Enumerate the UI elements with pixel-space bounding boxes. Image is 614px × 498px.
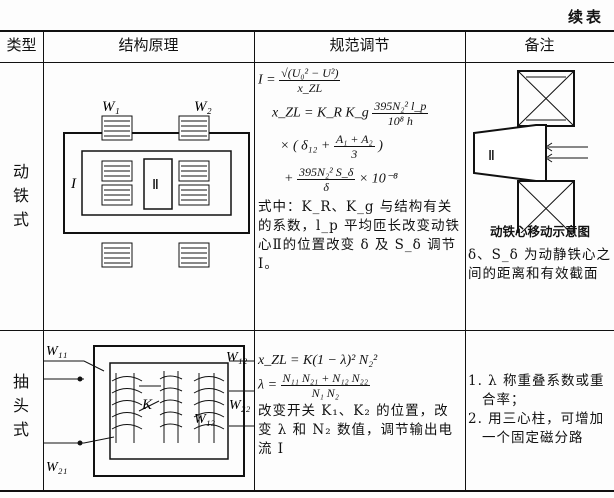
moving-core-description: 式中：K_R、K_g 与结构有关的系数，l_p 平均匝长改变动铁心Ⅱ的位置改变 … <box>258 199 461 272</box>
label-core2: Ⅱ <box>488 149 495 164</box>
moving-core-remark: δ、S_δ 为动静铁心之间的距离和有效截面 <box>468 247 612 282</box>
label-w2: W₂ <box>194 99 212 115</box>
tapped-remarks: 1. λ 称重叠系数或重合率； 2. 用三心柱，可增加一个固定磁分路 <box>468 372 612 448</box>
moving-core-formulas: I = √(U₀² − U²)x_ZL x_ZL = K_R K_g 395N₂… <box>258 66 463 274</box>
header-type: 类型 <box>6 36 37 54</box>
col-divider <box>254 30 255 492</box>
table-bottom-rule <box>0 490 614 492</box>
label-core2: Ⅱ <box>152 178 159 193</box>
tapped-description: 改变开关 K₁、K₂ 的位置，改变 λ 和 N₂ 数值，调节输出电流 I <box>258 403 453 457</box>
moving-core-structure-diagram: W₁ W₂ I Ⅱ <box>63 99 250 268</box>
label-w12: W₁₂ <box>226 350 248 365</box>
shift-diagram-caption: 动铁心移动示意图 <box>489 224 590 239</box>
continued-label: 续表 <box>567 8 604 26</box>
remark-item: 2. 用三心柱，可增加一个固定磁分路 <box>468 411 605 446</box>
tapped-structure-diagram: W₁₁ W₂₁ W₁₂ W₂₂ W₁₃ K <box>44 344 254 477</box>
header-rule <box>0 62 614 63</box>
moving-core-shift-diagram: Ⅱ <box>473 70 588 233</box>
table-top-rule <box>0 30 614 32</box>
type-tapped: 抽头式 <box>12 372 29 439</box>
type-moving-core: 动铁式 <box>12 162 29 229</box>
header-regulation: 规范调节 <box>329 36 390 54</box>
row-divider <box>0 330 614 331</box>
remark-item: 1. λ 称重叠系数或重合率； <box>468 373 605 408</box>
formula-current: I = √(U₀² − U²)x_ZL <box>258 66 341 95</box>
label-w21: W₂₁ <box>46 460 67 475</box>
label-w13: W₁₃ <box>194 412 216 427</box>
header-principle: 结构原理 <box>118 36 179 54</box>
header-remarks: 备注 <box>524 36 555 54</box>
col-divider <box>43 30 44 492</box>
label-w22: W₂₂ <box>229 398 251 413</box>
label-core1: I <box>70 176 77 192</box>
label-w1: W₁ <box>102 99 120 115</box>
tapped-formulas: x_ZL = K(1 − λ)² N₂² λ = N₁₁ N₂₁ + N₁₂ N… <box>258 353 463 459</box>
label-w11: W₁₁ <box>46 344 67 359</box>
label-k: K <box>141 397 153 413</box>
formula-reactance: x_ZL = K(1 − λ)² N₂² <box>258 353 378 368</box>
col-divider <box>465 30 466 492</box>
